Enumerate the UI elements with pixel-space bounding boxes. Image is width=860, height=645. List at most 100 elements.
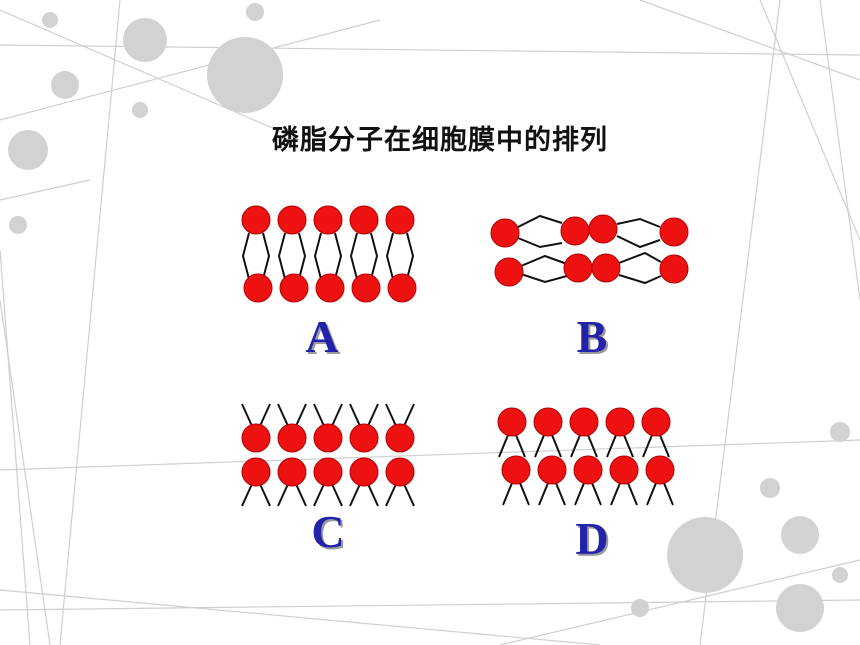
fatty-acid-tail	[520, 273, 568, 284]
option-label-b[interactable]: B	[576, 311, 608, 362]
phospholipid-head	[241, 457, 271, 487]
fatty-acid-tail	[502, 482, 513, 506]
decor-line	[499, 559, 860, 645]
fatty-acid-tail	[570, 434, 581, 458]
fatty-acid-tail	[623, 434, 634, 458]
fatty-acid-tail	[295, 483, 307, 507]
option-label-d[interactable]: D	[575, 513, 609, 564]
decor-line	[0, 589, 601, 645]
phospholipid-head	[591, 253, 621, 283]
fatty-acid-tail	[259, 483, 271, 507]
fatty-acid-tail	[403, 403, 415, 427]
phospholipid-head	[313, 423, 343, 453]
phospholipid-head	[385, 423, 415, 453]
fatty-acid-tail	[538, 482, 549, 506]
decor-circle	[42, 12, 58, 28]
decor-circle	[830, 422, 850, 442]
phospholipid-head	[241, 423, 271, 453]
fatty-acid-tail	[385, 403, 397, 427]
phospholipid-head	[243, 273, 273, 303]
fatty-acid-tail	[331, 483, 343, 507]
fatty-acid-tail	[313, 232, 322, 280]
phospholipid-head	[349, 423, 379, 453]
phospholipid-head	[563, 253, 593, 283]
phospholipid-head	[560, 216, 590, 246]
fatty-acid-tail	[616, 217, 661, 228]
decor-line	[0, 19, 381, 121]
phospholipid-head	[659, 254, 689, 284]
fatty-acid-tail	[517, 237, 563, 249]
phospholipid-head	[277, 423, 307, 453]
fatty-acid-tail	[551, 434, 562, 458]
phospholipid-head	[609, 455, 639, 485]
phospholipid-head	[349, 205, 379, 235]
phospholipid-head	[569, 407, 599, 437]
fatty-acid-tail	[370, 232, 379, 280]
decor-line	[759, 0, 860, 241]
fatty-acid-tail	[277, 403, 289, 427]
phospholipid-head	[277, 457, 307, 487]
phospholipid-head	[641, 407, 671, 437]
phospholipid-head	[537, 455, 567, 485]
diagram-b[interactable]	[490, 214, 689, 287]
decor-circle	[9, 216, 27, 234]
option-label-a[interactable]: A	[305, 311, 339, 362]
phospholipid-head	[533, 407, 563, 437]
diagram-d[interactable]	[497, 407, 675, 506]
fatty-acid-tail	[519, 482, 530, 506]
fatty-acid-tail	[385, 232, 394, 280]
fatty-acid-tail	[331, 403, 343, 427]
decor-circle	[51, 71, 79, 99]
fatty-acid-tail	[349, 232, 358, 280]
phospholipid-head	[313, 205, 343, 235]
fatty-acid-tail	[618, 251, 662, 264]
phospholipid-head	[659, 217, 689, 247]
fatty-acid-tail	[574, 482, 585, 506]
fatty-acid-tail	[241, 403, 253, 427]
phospholipid-head	[351, 273, 381, 303]
fatty-acid-tail	[517, 214, 563, 228]
phospholipid-head	[387, 273, 417, 303]
diagram-c[interactable]	[241, 403, 415, 507]
decor-circle	[246, 3, 264, 21]
fatty-acid-tail	[262, 232, 271, 280]
phospholipid-head	[385, 205, 415, 235]
diagram-a[interactable]	[241, 205, 417, 303]
decor-circle	[832, 567, 848, 583]
phospholipid-head	[277, 205, 307, 235]
fatty-acid-tail	[295, 403, 307, 427]
fatty-acid-tail	[334, 232, 343, 280]
decor-circle	[760, 478, 780, 498]
fatty-acid-tail	[313, 483, 325, 507]
decor-line	[0, 179, 91, 201]
fatty-acid-tail	[385, 483, 397, 507]
fatty-acid-tail	[663, 482, 674, 506]
option-label-c[interactable]: C	[311, 506, 345, 557]
decor-circle	[123, 18, 167, 62]
fatty-acid-tail	[367, 403, 379, 427]
fatty-acid-tail	[659, 434, 670, 458]
fatty-acid-tail	[606, 434, 617, 458]
phospholipid-head	[494, 257, 524, 287]
page-title: 磷脂分子在细胞膜中的排列	[272, 125, 608, 156]
phospholipid-head	[645, 455, 675, 485]
phospholipid-head	[349, 457, 379, 487]
fatty-acid-tail	[618, 274, 662, 285]
phospholipid-head	[501, 455, 531, 485]
phospholipid-head	[315, 273, 345, 303]
fatty-acid-tail	[610, 482, 621, 506]
phospholipid-head	[573, 455, 603, 485]
fatty-acid-tail	[313, 403, 325, 427]
decor-line	[0, 439, 860, 471]
phospholipid-head	[497, 407, 527, 437]
decor-circle	[207, 37, 283, 113]
fatty-acid-tail	[349, 403, 361, 427]
fatty-acid-tail	[520, 254, 568, 267]
phospholipid-head	[588, 214, 618, 244]
fatty-acid-tail	[241, 483, 253, 507]
fatty-acid-tail	[349, 483, 361, 507]
fatty-acid-tail	[587, 434, 598, 458]
